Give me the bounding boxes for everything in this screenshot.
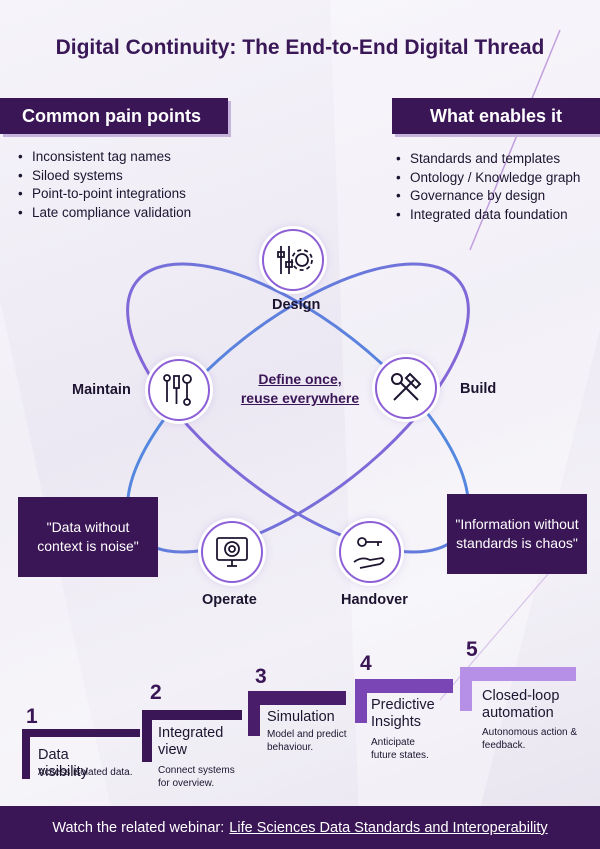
step-number: 3 xyxy=(255,665,267,688)
step-bar-side xyxy=(248,691,260,736)
quote-left: "Data without context is noise" xyxy=(18,497,158,577)
pain-points-list: Inconsistent tag names Siloed systems Po… xyxy=(18,148,191,222)
step-bar xyxy=(355,679,453,693)
step-bar-side xyxy=(460,667,472,711)
build-label: Build xyxy=(460,381,497,397)
step-bar-side xyxy=(22,729,30,779)
webinar-link[interactable]: Life Sciences Data Standards and Interop… xyxy=(229,819,548,836)
step-bar xyxy=(22,729,140,737)
build-node xyxy=(375,357,437,419)
tools-icon xyxy=(163,374,192,406)
step-label: Data visibility xyxy=(38,747,88,780)
step-desc: Model and predict behaviour. xyxy=(267,729,347,753)
enablers-list: Standards and templates Ontology / Knowl… xyxy=(396,150,580,224)
step-number: 2 xyxy=(150,681,162,704)
pain-points-header: Common pain points xyxy=(0,98,228,134)
gear-sliders-icon xyxy=(277,246,313,274)
step-number: 5 xyxy=(466,638,478,661)
step-number: 1 xyxy=(26,705,38,728)
list-item: Point-to-point integrations xyxy=(18,185,191,204)
step-desc: Access isolated data. xyxy=(38,767,133,778)
quote-right: "Information without standards is chaos" xyxy=(447,494,587,574)
step-bar-side xyxy=(355,679,367,723)
list-item: Governance by design xyxy=(396,187,580,206)
design-node xyxy=(262,229,324,291)
center-statement: Define once, reuse everywhere xyxy=(225,370,375,408)
center-line-1: Define once, xyxy=(258,371,342,387)
step-desc: Anticipate future states. xyxy=(371,737,429,761)
step-label: Integrated view xyxy=(158,725,224,758)
hammer-wrench-icon xyxy=(391,372,422,401)
step-bar xyxy=(460,667,576,681)
step-desc: Autonomous action & feedback. xyxy=(482,727,578,751)
footer-text: Watch the related webinar: xyxy=(52,819,225,836)
step-label: Closed-loop automation xyxy=(482,688,560,721)
hand-key-icon xyxy=(353,537,385,569)
footer-bar: Watch the related webinar: Life Sciences… xyxy=(0,806,600,849)
center-line-2: reuse everywhere xyxy=(240,390,360,406)
handover-label: Handover xyxy=(341,592,408,608)
list-item: Siloed systems xyxy=(18,167,191,186)
monitor-fingerprint-icon xyxy=(216,537,248,567)
list-item: Integrated data foundation xyxy=(396,206,580,225)
page-title: Digital Continuity: The End-to-End Digit… xyxy=(55,36,545,59)
handover-node xyxy=(339,521,401,583)
step-bar xyxy=(142,710,242,720)
list-item: Standards and templates xyxy=(396,150,580,169)
step-bar xyxy=(248,691,346,705)
step-label: Predictive Insights xyxy=(371,697,435,730)
step-desc: Connect systems for overview. xyxy=(158,765,235,789)
list-item: Inconsistent tag names xyxy=(18,148,191,167)
maintain-node xyxy=(148,359,210,421)
step-label: Simulation xyxy=(267,709,335,725)
step-number: 4 xyxy=(360,652,372,675)
operate-label: Operate xyxy=(202,592,257,608)
maintain-label: Maintain xyxy=(72,382,131,398)
list-item: Late compliance validation xyxy=(18,204,191,223)
list-item: Ontology / Knowledge graph xyxy=(396,169,580,188)
enablers-header: What enables it xyxy=(392,98,600,134)
operate-node xyxy=(201,521,263,583)
step-bar-side xyxy=(142,710,152,762)
design-label: Design xyxy=(272,297,321,313)
